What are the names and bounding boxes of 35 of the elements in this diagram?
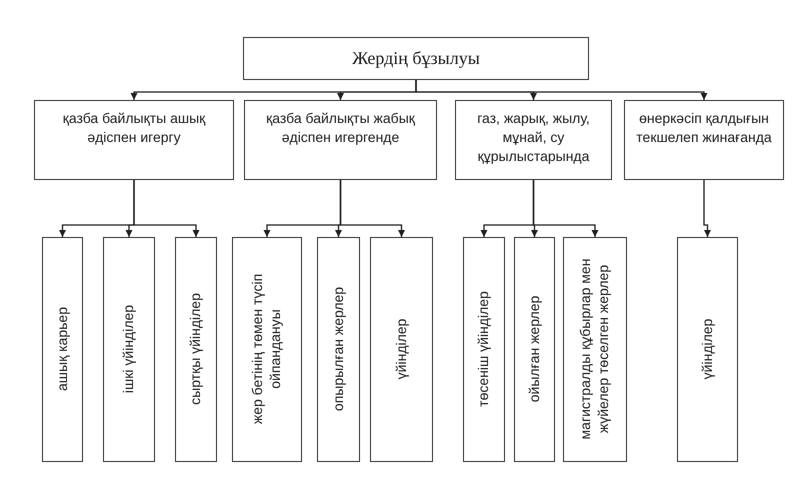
node-text: сыртқы үйінділер [186,292,204,407]
arrow [340,180,405,237]
node-text: ішкі үйінділер [120,304,137,396]
category-box [232,237,302,462]
title-box [243,37,589,80]
category-box [103,237,155,462]
node-text: қазба байлықты жабық әдіспен игергенде [265,109,416,147]
category-box [677,237,738,462]
process-box [34,100,234,180]
node-text: магистралды құбырлар мен жүйелер төселген жерлер [577,258,612,442]
arrow [703,180,711,237]
category-box [514,237,555,462]
arrow [415,80,708,100]
node-text: төсеніш үйінділер [474,290,492,409]
node-text: газ, жарық, жылу, мұнай, су құрылыстарында [476,109,591,166]
category-box [175,237,217,462]
node-text: қазба байлықты ашық әдіспен игергу [62,109,206,147]
process-box [624,100,784,180]
category-box [317,237,360,462]
category-box [463,237,505,462]
node-text: үйінділер [698,318,716,382]
category-box [42,237,83,462]
process-box [455,100,612,180]
node-text: үйінділер [392,318,410,382]
category-box [563,237,627,462]
category-box [370,237,433,462]
node-text: өнеркәсіп қалдығын текшелеп жинағанда [635,109,773,147]
node-text: ойылған жерлер [525,294,543,404]
node-text: жер бетінің төмен түсіп ойпандануы [249,272,284,426]
node-text: опырылған жерлер [329,286,347,414]
process-box [244,100,437,180]
node-text: Жердің бұзылуы [351,47,481,70]
arrow [532,180,598,237]
arrow [133,180,200,237]
node-text: ашық карьер [53,306,71,393]
